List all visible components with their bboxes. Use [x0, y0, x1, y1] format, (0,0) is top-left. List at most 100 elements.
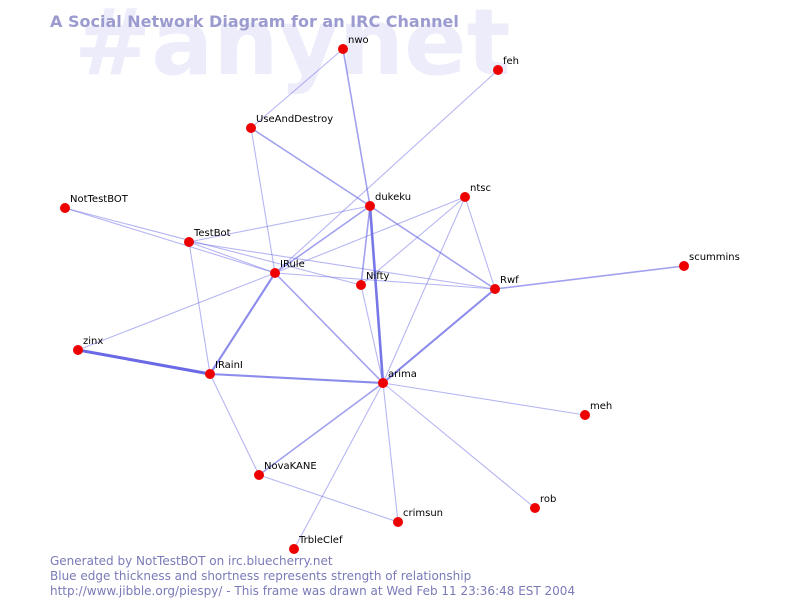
node-nwo: nwo — [338, 35, 369, 54]
edge-TestBot-IRainI — [188, 241, 211, 375]
edge-IRule-Rwf — [274, 272, 496, 290]
node-feh: feh — [493, 56, 519, 75]
channel-watermark: #anynet — [74, 0, 511, 96]
node-dot — [490, 284, 500, 294]
node-Nifty: Nifty — [356, 271, 390, 290]
edge-feh-IRule — [274, 69, 499, 274]
node-label: TestBot — [193, 228, 231, 239]
node-label: Nifty — [366, 271, 390, 282]
node-ntsc: ntsc — [460, 183, 491, 202]
edge-IRule-arima — [274, 272, 384, 384]
node-scummins: scummins — [679, 252, 740, 271]
node-crimsun: crimsun — [393, 508, 443, 527]
node-dot — [356, 280, 366, 290]
footer-generated-by: Generated by NotTestBOT on irc.bluecherr… — [50, 554, 333, 568]
node-NotTestBOT: NotTestBOT — [60, 194, 129, 213]
node-dot — [493, 65, 503, 75]
node-label: NotTestBOT — [70, 194, 129, 205]
node-arima: arima — [378, 369, 417, 388]
edge-Rwf-scummins — [494, 265, 685, 290]
node-label: feh — [503, 56, 519, 67]
node-IRainI: IRainI — [205, 360, 243, 379]
node-dot — [60, 203, 70, 213]
edge-NovaKANE-crimsun — [258, 474, 399, 523]
edge-nwo-UseAndDestroy — [250, 48, 344, 129]
node-label: TrbleClef — [298, 535, 343, 546]
node-dot — [393, 517, 403, 527]
node-dot — [184, 237, 194, 247]
node-label: zinx — [83, 336, 103, 347]
node-label: Rwf — [500, 275, 519, 286]
edge-arima-Rwf — [381, 287, 497, 385]
node-Rwf: Rwf — [490, 275, 519, 294]
node-zinx: zinx — [73, 336, 103, 355]
node-dot — [679, 261, 689, 271]
edge-UseAndDestroy-dukeku — [250, 127, 371, 207]
node-TrbleClef: TrbleClef — [289, 535, 343, 554]
edges-layer — [64, 48, 685, 550]
edge-NotTestBOT-Nifty — [64, 207, 362, 286]
edge-ntsc-Nifty — [360, 196, 466, 286]
edge-arima-crimsun — [382, 382, 399, 523]
edge-TestBot-IRule — [188, 241, 276, 274]
node-label: UseAndDestroy — [256, 114, 333, 125]
edge-Nifty-arima — [360, 284, 384, 384]
node-dot — [530, 503, 540, 513]
edge-ntsc-IRule — [274, 196, 466, 274]
edge-dukeku-nwo — [342, 48, 371, 207]
edge-IRule-dukeku — [274, 205, 371, 274]
edge-IRule-zinx — [77, 272, 276, 351]
node-meh: meh — [580, 401, 612, 420]
edge-dukeku-Rwf — [369, 205, 496, 290]
node-rob: rob — [530, 494, 556, 513]
edge-IRule-IRainI — [208, 271, 277, 376]
edge-TestBot-Rwf — [188, 241, 496, 290]
node-dot — [205, 369, 215, 379]
edge-IRainI-NovaKANE — [209, 373, 260, 476]
edge-UseAndDestroy-IRule — [250, 127, 276, 274]
node-TestBot: TestBot — [184, 228, 231, 247]
node-IRule: IRule — [270, 259, 305, 278]
node-dukeku: dukeku — [365, 192, 411, 211]
node-label: IRule — [280, 259, 305, 270]
node-dot — [246, 123, 256, 133]
node-label: IRainI — [215, 360, 243, 371]
node-dot — [254, 470, 264, 480]
node-label: meh — [590, 401, 612, 412]
edge-TestBot-dukeku — [188, 205, 371, 243]
node-dot — [365, 201, 375, 211]
node-label: dukeku — [375, 192, 411, 203]
edge-ntsc-Rwf — [464, 196, 496, 290]
node-dot — [580, 410, 590, 420]
edge-IRainI-arima — [208, 372, 385, 385]
edge-arima-rob — [382, 382, 536, 509]
node-dot — [378, 378, 388, 388]
edge-arima-TrbleClef — [293, 382, 384, 550]
edge-arima-NovaKANE — [258, 382, 384, 476]
node-dot — [270, 268, 280, 278]
node-dot — [289, 544, 299, 554]
node-label: NovaKANE — [264, 461, 317, 472]
edge-arima-meh — [382, 382, 586, 416]
edge-dukeku-Nifty — [360, 205, 371, 286]
node-label: crimsun — [403, 508, 443, 519]
diagram-title: A Social Network Diagram for an IRC Chan… — [50, 12, 459, 31]
node-dot — [460, 192, 470, 202]
footer-legend-note: Blue edge thickness and shortness repres… — [50, 569, 471, 583]
node-label: nwo — [348, 35, 369, 46]
edge-zinx-IRainI — [76, 348, 212, 376]
node-label: scummins — [689, 252, 740, 263]
node-NovaKANE: NovaKANE — [254, 461, 317, 480]
node-dot — [338, 44, 348, 54]
node-label: arima — [388, 369, 417, 380]
node-label: ntsc — [470, 183, 491, 194]
edge-dukeku-arima — [368, 204, 385, 385]
edge-NotTestBOT-IRule — [64, 207, 276, 274]
node-UseAndDestroy: UseAndDestroy — [246, 114, 333, 133]
edge-ntsc-arima — [382, 196, 466, 384]
node-label: rob — [540, 494, 556, 505]
node-dot — [73, 345, 83, 355]
footer-url-timestamp: http://www.jibble.org/piespy/ - This fra… — [50, 584, 575, 598]
